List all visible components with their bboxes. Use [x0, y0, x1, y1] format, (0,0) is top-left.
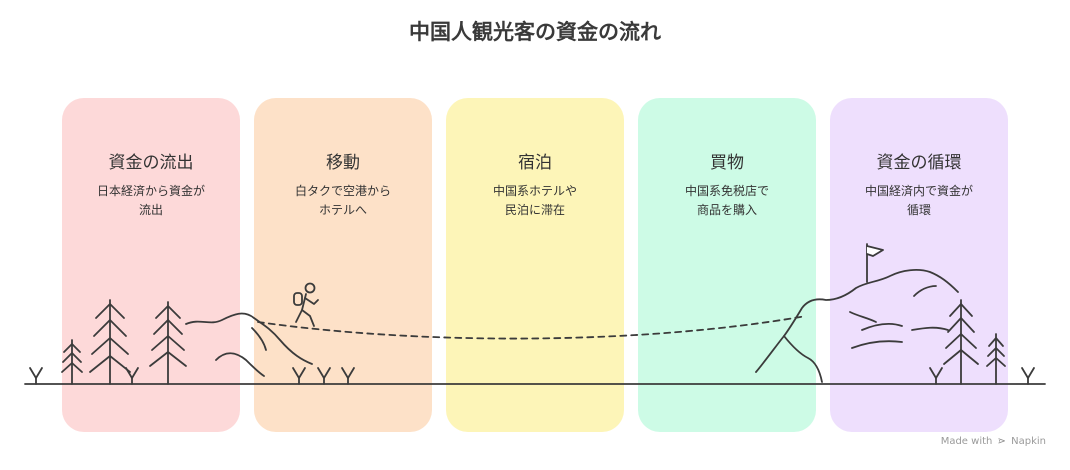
stage-description: 中国系免税店で 商品を購入 [652, 182, 802, 220]
stage-description-line: 流出 [138, 203, 163, 217]
stage-description: 日本経済から資金が 流出 [76, 182, 226, 220]
hiker-icon [293, 282, 319, 327]
stage-card-lodging: 宿泊 中国系ホテルや 民泊に滞在 [446, 98, 624, 432]
napkin-credit[interactable]: Made with ⋗ Napkin [941, 436, 1046, 447]
tree-icon [986, 333, 1006, 385]
stage-card-transport: 移動 白タクで空港から ホテルへ [254, 98, 432, 432]
credit-made-with: Made with [940, 436, 993, 447]
stage-card-outflow: 資金の流出 日本経済から資金が 流出 [62, 98, 240, 432]
stage-description-line: 中国系免税店で [684, 184, 769, 198]
stage-description-line: 循環 [906, 203, 931, 217]
stage-description-line: 日本経済から資金が [96, 184, 205, 198]
tree-icon [149, 301, 187, 385]
mountain-icon [755, 269, 959, 383]
diagram-title: 中国人観光客の資金の流れ [409, 20, 661, 44]
stage-description-line: 民泊に滞在 [504, 203, 565, 217]
flag-icon [866, 243, 884, 283]
stage-description-line: 白タクで空港から [294, 184, 391, 198]
stage-card-circulation: 資金の循環 中国経済内で資金が 循環 [830, 98, 1008, 432]
stage-card-shopping: 買物 中国系免税店で 商品を購入 [638, 98, 816, 432]
flow-path [257, 315, 807, 340]
stage-heading: 資金の流出 [108, 153, 194, 173]
stage-description: 中国経済内で資金が 循環 [844, 182, 994, 220]
grass-icon [29, 367, 355, 385]
grass-icon [929, 367, 1035, 385]
napkin-logo-icon: ⋗ [997, 436, 1006, 447]
stage-description: 中国系ホテルや 民泊に滞在 [460, 182, 610, 220]
tree-icon [89, 299, 131, 385]
stage-heading: 買物 [710, 153, 744, 173]
stage-description: 白タクで空港から ホテルへ [268, 182, 418, 220]
tree-icon [943, 299, 979, 385]
stage-heading: 移動 [326, 153, 360, 173]
stage-heading: 資金の循環 [876, 153, 962, 173]
stage-description-line: 中国系ホテルや [492, 184, 577, 198]
stage-heading: 宿泊 [518, 153, 552, 173]
stage-description-line: ホテルへ [318, 203, 367, 217]
mountain-icon [185, 312, 313, 377]
stage-description-line: 商品を購入 [696, 203, 757, 217]
tree-icon [61, 339, 83, 385]
stage-description-line: 中国経済内で資金が [864, 184, 973, 198]
credit-brand: Napkin [1011, 436, 1046, 447]
